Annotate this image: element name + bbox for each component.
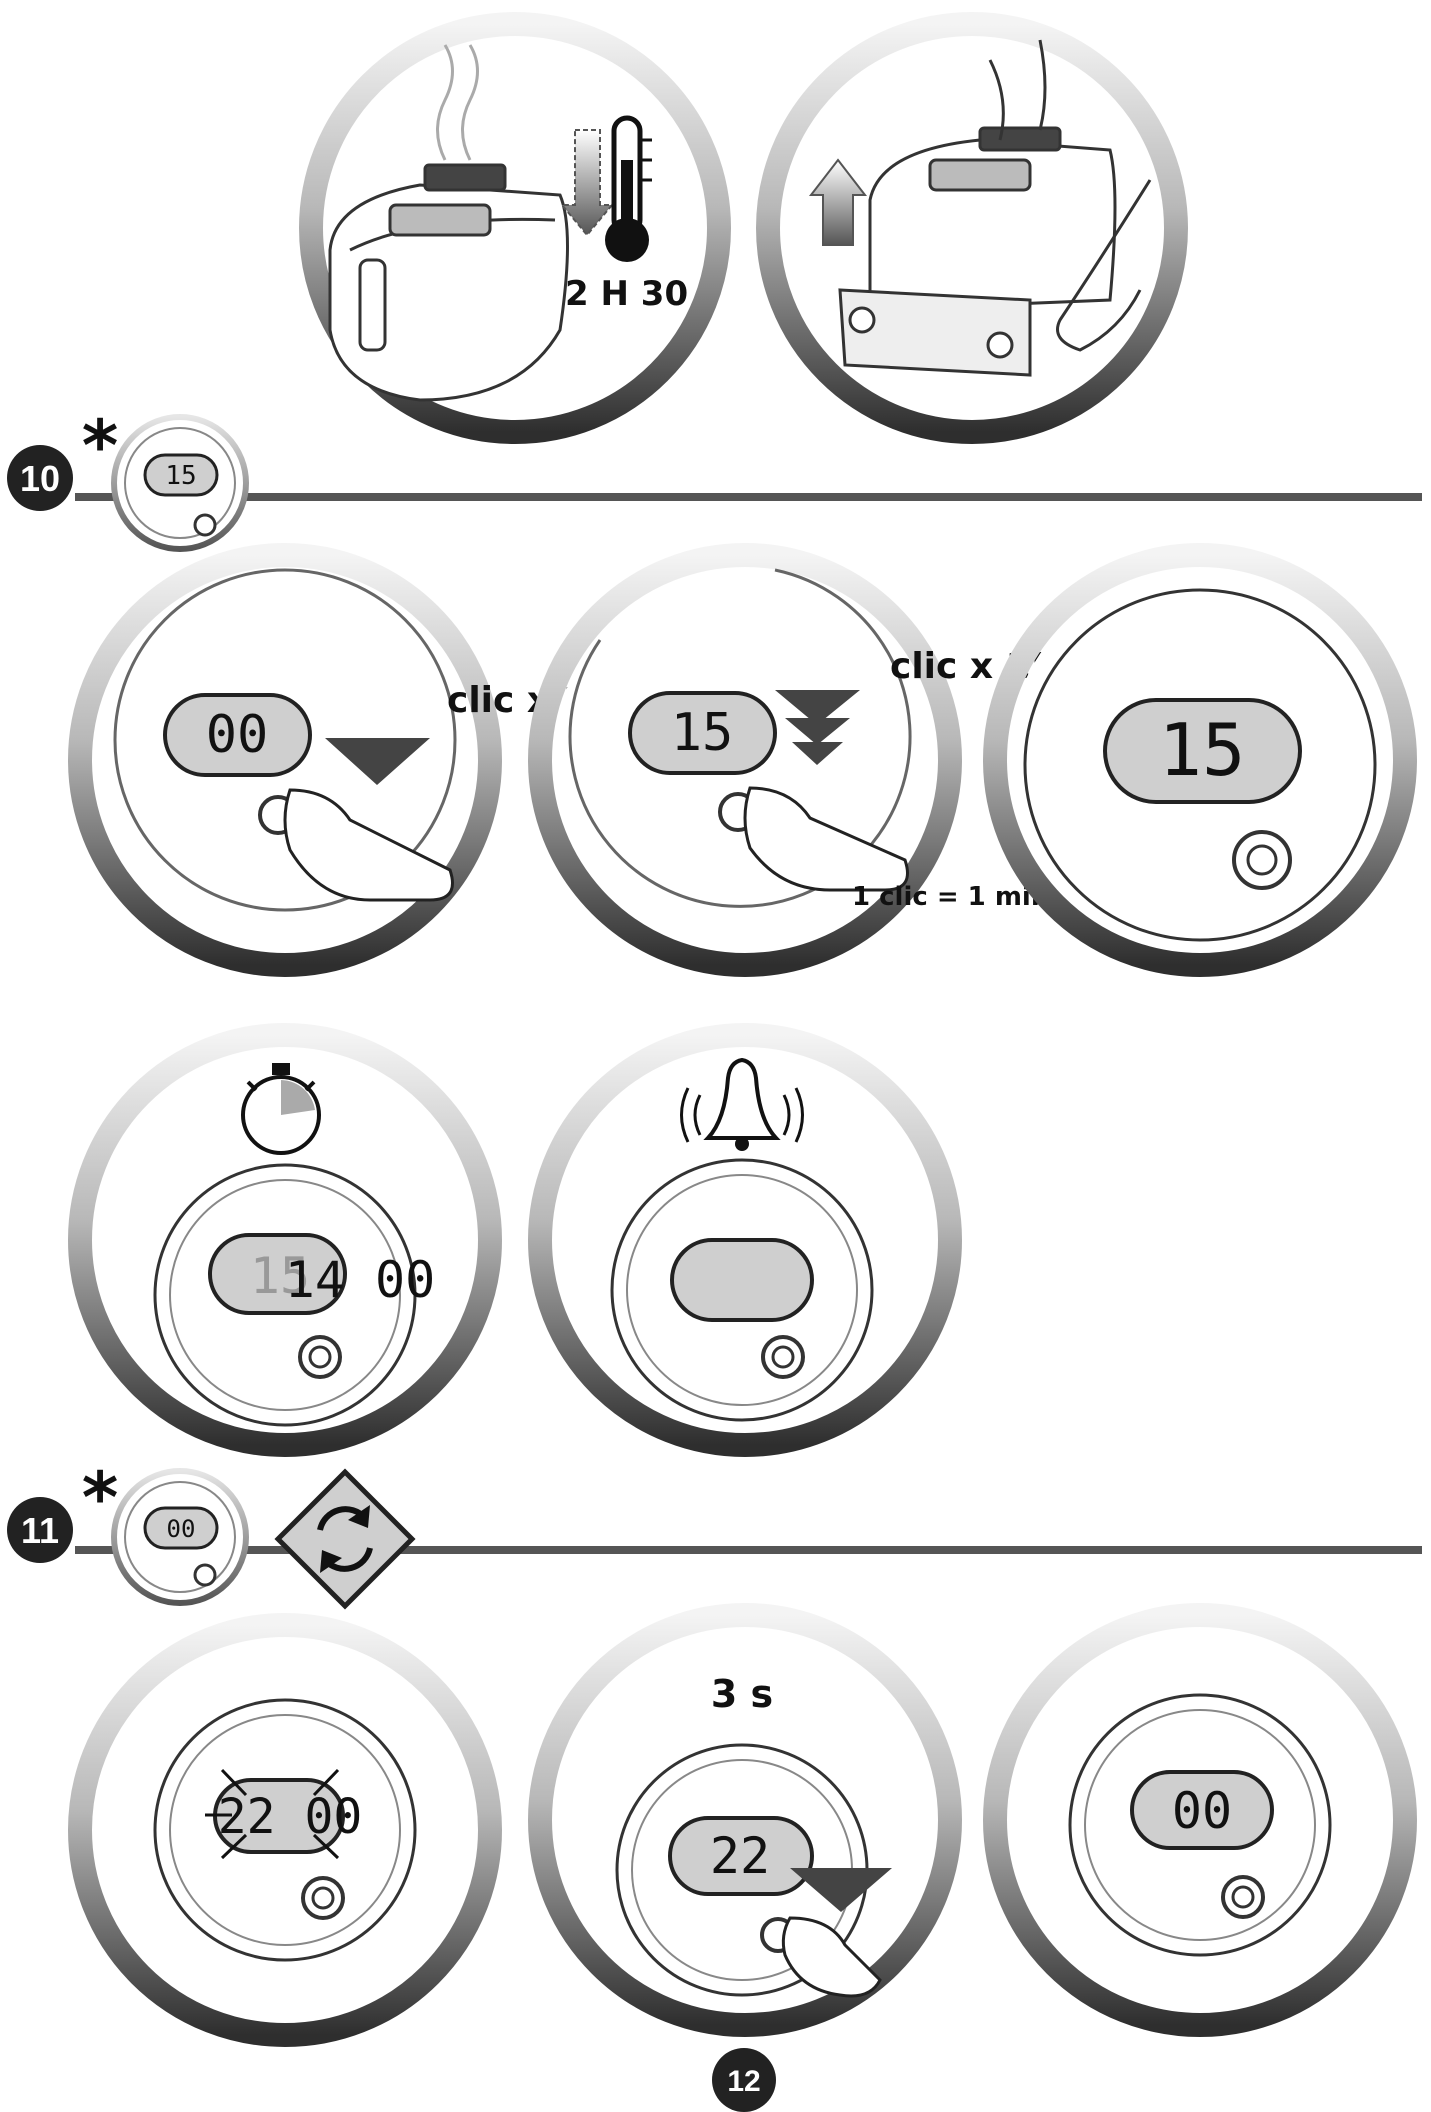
fryer-illustration	[328, 163, 569, 402]
cooldown-time: 2 H 30	[565, 274, 688, 314]
lcd-value: 15	[671, 703, 734, 763]
fryer-illustration	[838, 126, 1117, 377]
mini-timer-button	[193, 513, 217, 537]
lcd-value: 22 00	[218, 1789, 363, 1845]
lcd-display	[670, 1238, 814, 1322]
step-number-badge	[7, 445, 73, 511]
lcd-display	[1130, 1770, 1274, 1850]
lcd-display	[668, 1816, 814, 1896]
step-number: 11	[21, 1510, 59, 1551]
click-note: 1 clic = 1 min	[852, 882, 1049, 912]
thermometer-icon	[605, 115, 652, 262]
step10-panel-3: 15	[983, 543, 1417, 977]
page-number: 12	[727, 2065, 760, 2098]
mini-lcd	[143, 453, 219, 497]
step-10-header: 10 * 15	[7, 405, 1422, 552]
lcd-value: 22	[710, 1827, 770, 1885]
step10-panel-2: 15 clic x 15 1 clic = 1 min	[528, 543, 1056, 977]
step11-panel-2: 3 s 22	[528, 1603, 962, 2037]
lcd-display	[628, 691, 777, 775]
step10-panel-1: 00 clic x 1	[68, 543, 588, 977]
refresh-icon	[274, 1468, 416, 1610]
stopwatch-icon	[241, 1063, 321, 1155]
mini-lcd-value: 15	[165, 461, 196, 491]
mini-lcd	[143, 1506, 219, 1550]
lcd-display	[208, 1233, 347, 1315]
press-arrow-icon	[325, 738, 430, 785]
lcd-display	[163, 693, 312, 777]
lift-panel	[756, 12, 1188, 444]
step10-panel-5	[528, 1023, 962, 1457]
mini-lcd-value: 00	[167, 1515, 196, 1543]
step-11-header: 11 * 00	[7, 1457, 1422, 1610]
arrow-down-icon	[559, 129, 615, 237]
finger-icon	[743, 786, 909, 892]
step10-panel-4: 15 14 00	[68, 1023, 502, 1457]
bell-icon	[680, 1057, 804, 1151]
lcd-value: 00	[206, 705, 269, 765]
hand-illustration	[988, 39, 1152, 352]
press-arrow-icon	[790, 1868, 892, 1912]
lcd-display	[1103, 698, 1302, 804]
cooldown-panel: 2 H 30	[299, 12, 731, 444]
lcd-value: 00	[1172, 1782, 1232, 1840]
hold-duration-label: 3 s	[711, 1672, 773, 1716]
lcd-dim-value: 15	[250, 1247, 310, 1305]
lcd-value: 15	[1159, 708, 1246, 792]
step-number: 10	[20, 458, 60, 499]
step-number-badge	[7, 1497, 73, 1563]
page-number-badge: 12	[712, 2048, 776, 2112]
step11-panel-1: 22 00	[68, 1613, 502, 2047]
arrow-up-icon	[808, 158, 868, 246]
countdown-sequence: 14 00	[285, 1251, 436, 1309]
step11-panel-3: 00	[983, 1603, 1417, 2037]
blink-marks	[205, 1768, 340, 1860]
mini-timer-button	[193, 1563, 217, 1587]
finger-icon	[781, 1916, 882, 1998]
multi-press-arrow-icon	[775, 690, 860, 765]
steam-icon	[436, 44, 479, 161]
finger-icon	[283, 788, 454, 902]
